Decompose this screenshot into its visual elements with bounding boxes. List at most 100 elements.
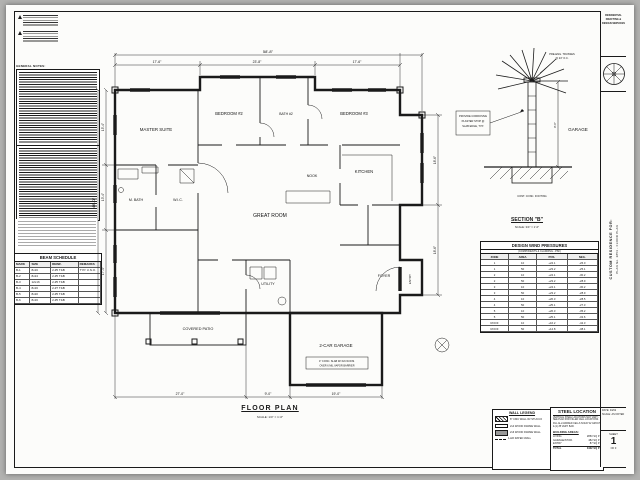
room-label-master: MASTER SUITE <box>140 127 173 132</box>
project-block: CUSTOM RESIDENCE FOR: PLAN No. 2853 - FL… <box>601 92 626 408</box>
wall-legend-box: WALL LEGEND 8" CMU WALL W/ STUCCO 2x4 WO… <box>492 409 552 470</box>
beam-col-header: SIZE <box>30 261 52 268</box>
area-value: 482 SQ FT <box>588 438 601 442</box>
steel-note: VERTICAL STEEL LOCATIONS MAY VARY - SEE … <box>553 416 600 422</box>
wind-cell: 10 <box>509 272 538 279</box>
wind-cell: -30.2 <box>567 272 598 279</box>
wind-cell: 2 <box>481 278 510 285</box>
sheet-number: 1 <box>610 436 617 447</box>
general-notes-title: GENERAL NOTES: <box>16 64 46 68</box>
room-label-great: GREAT ROOM <box>253 213 287 219</box>
wind-cell: +24.1 <box>537 260 568 267</box>
dim-right-1: 18'-6" <box>433 156 437 164</box>
floor-plan-scale: SCALE: 1/4" = 1'-0" <box>256 415 284 419</box>
bath-fixtures <box>117 166 277 280</box>
wind-cell: -26.0 <box>567 260 598 267</box>
beam-cell: B-1 <box>15 267 31 274</box>
beam-cell: B-3 <box>15 279 31 286</box>
room-label-bed3: BEDROOM #3 <box>340 111 368 116</box>
floor-plan-drawing: 58'-8" 17'-6" 23'-8" 17'-6" 46'-0" 15'-4… <box>91 49 450 400</box>
beam-cell: 12x16 <box>30 279 52 286</box>
frame-wall-2x6-swatch <box>495 429 508 436</box>
wind-cell: 10 <box>509 260 538 267</box>
date-line: DATE: 04/02 <box>602 409 617 412</box>
beam-cell <box>78 279 101 286</box>
truss-note-line: PRE-ENG. TRUSSES <box>549 52 575 56</box>
wind-cell: 50 <box>509 314 538 321</box>
wind-col-header: AREA <box>509 254 538 261</box>
wind-cell: 50 <box>509 278 538 285</box>
garage-label: GARAGE <box>568 127 588 132</box>
beam-cell: 2-#5 T&B <box>51 273 79 280</box>
wind-cell: -38.1 <box>567 326 598 333</box>
wind-cell: +24.1 <box>537 284 568 291</box>
general-notes-block-3 <box>16 219 98 249</box>
wind-cell: -28.9 <box>567 278 598 285</box>
exterior-walls <box>113 75 424 315</box>
beam-schedule-rows: B-1 8x16 2-#5 T&B TYP. U.N.O. B-2 8x24 2… <box>15 267 101 304</box>
wind-cell: +23.2 <box>537 290 568 297</box>
room-label-bed2: BEDROOM #2 <box>215 111 243 116</box>
garage-walls <box>288 311 384 387</box>
beam-cell: 2-#5 T&B <box>51 279 79 286</box>
dim-left-3: 17'-4" <box>101 267 105 275</box>
footing-note: CONT. CONC. FOOTING <box>517 194 546 198</box>
dim-overall-left: 46'-0" <box>91 197 96 208</box>
sheet-label: SHEET <box>609 433 618 436</box>
beam-cell <box>78 297 101 304</box>
truss-fan-lines <box>495 47 568 167</box>
beam-cell <box>78 273 101 280</box>
wind-cell: 10 <box>509 308 538 315</box>
beam-cell: 8x24 <box>30 273 52 280</box>
room-label-entry: ENTRY <box>408 274 412 284</box>
beam-cell: B-6 <box>15 297 31 304</box>
wind-cell: 4 <box>481 302 510 309</box>
area-value: 87 SQ FT <box>589 442 601 446</box>
revision-note <box>18 15 58 27</box>
wind-cell: 2 <box>481 272 510 279</box>
room-label-foyer: FOYER <box>378 274 391 278</box>
revision-triangle-icon <box>18 15 22 19</box>
section-b-title: SECTION "B" <box>511 217 543 223</box>
legend-item: 8" CMU WALL W/ STUCCO <box>495 416 549 423</box>
room-label-wic: W.I.C. <box>173 198 183 202</box>
scale-line: SCALE: AS NOTED <box>602 413 625 417</box>
wind-cell: +26.3 <box>537 296 568 303</box>
firm-line: DESIGN SERVICES <box>602 21 625 25</box>
wind-cell: 1 <box>481 266 510 273</box>
beam-cell: 2-#5 T&B <box>51 267 79 274</box>
firm-block: RESIDENTIAL DRAFTING & DESIGN SERVICES <box>601 11 626 57</box>
dimension-lines <box>95 52 442 400</box>
beam-cell: B-5 <box>15 291 31 298</box>
area-value: 3422 SQ FT <box>586 447 601 451</box>
wind-cell: 10 <box>509 320 538 327</box>
area-row: LIVING 2853 SQ FT <box>553 435 601 438</box>
building-areas-title: BUILDING AREAS: <box>553 430 579 435</box>
room-label-utility: UTILITY <box>261 282 275 286</box>
project-title: CUSTOM RESIDENCE FOR: <box>608 219 613 280</box>
cmu-wall-swatch <box>495 416 508 423</box>
beam-cell: 8x16 <box>30 297 52 304</box>
dim-top-2: 23'-8" <box>253 60 262 64</box>
wind-cell: 50 <box>509 302 538 309</box>
toilet-symbol <box>118 187 124 193</box>
slab-note-line: 4" CONC. SLAB W/ 6x6 W.W.M. <box>319 360 355 363</box>
north-arrow-icon <box>434 337 450 353</box>
section-note-line: PROVIDE CORROSIVE <box>459 114 487 118</box>
rated-wall-swatch <box>495 438 506 440</box>
beam-cell: TYP. U.N.O. <box>78 267 101 274</box>
wall-legend-title: WALL LEGEND <box>508 411 536 415</box>
frame-wall-swatch <box>495 423 508 429</box>
window-symbols <box>114 76 423 387</box>
steel-location-box: STEEL LOCATION VERTICAL STEEL LOCATIONS … <box>550 407 604 471</box>
wind-table-title: DESIGN WIND PRESSURES <box>481 242 598 250</box>
area-row-total: TOTAL 3422 SQ FT <box>553 445 601 451</box>
beam-cell: 8x20 <box>30 291 52 298</box>
stamp-seal-icon <box>602 63 625 85</box>
slab-note-line: OVER 6 MIL VAPOR BARRIER <box>319 365 354 368</box>
wind-cell: -35.2 <box>567 308 598 315</box>
wind-cell: 50 <box>509 290 538 297</box>
wind-cell: 50 <box>509 326 538 333</box>
wind-cell: -28.5 <box>567 296 598 303</box>
